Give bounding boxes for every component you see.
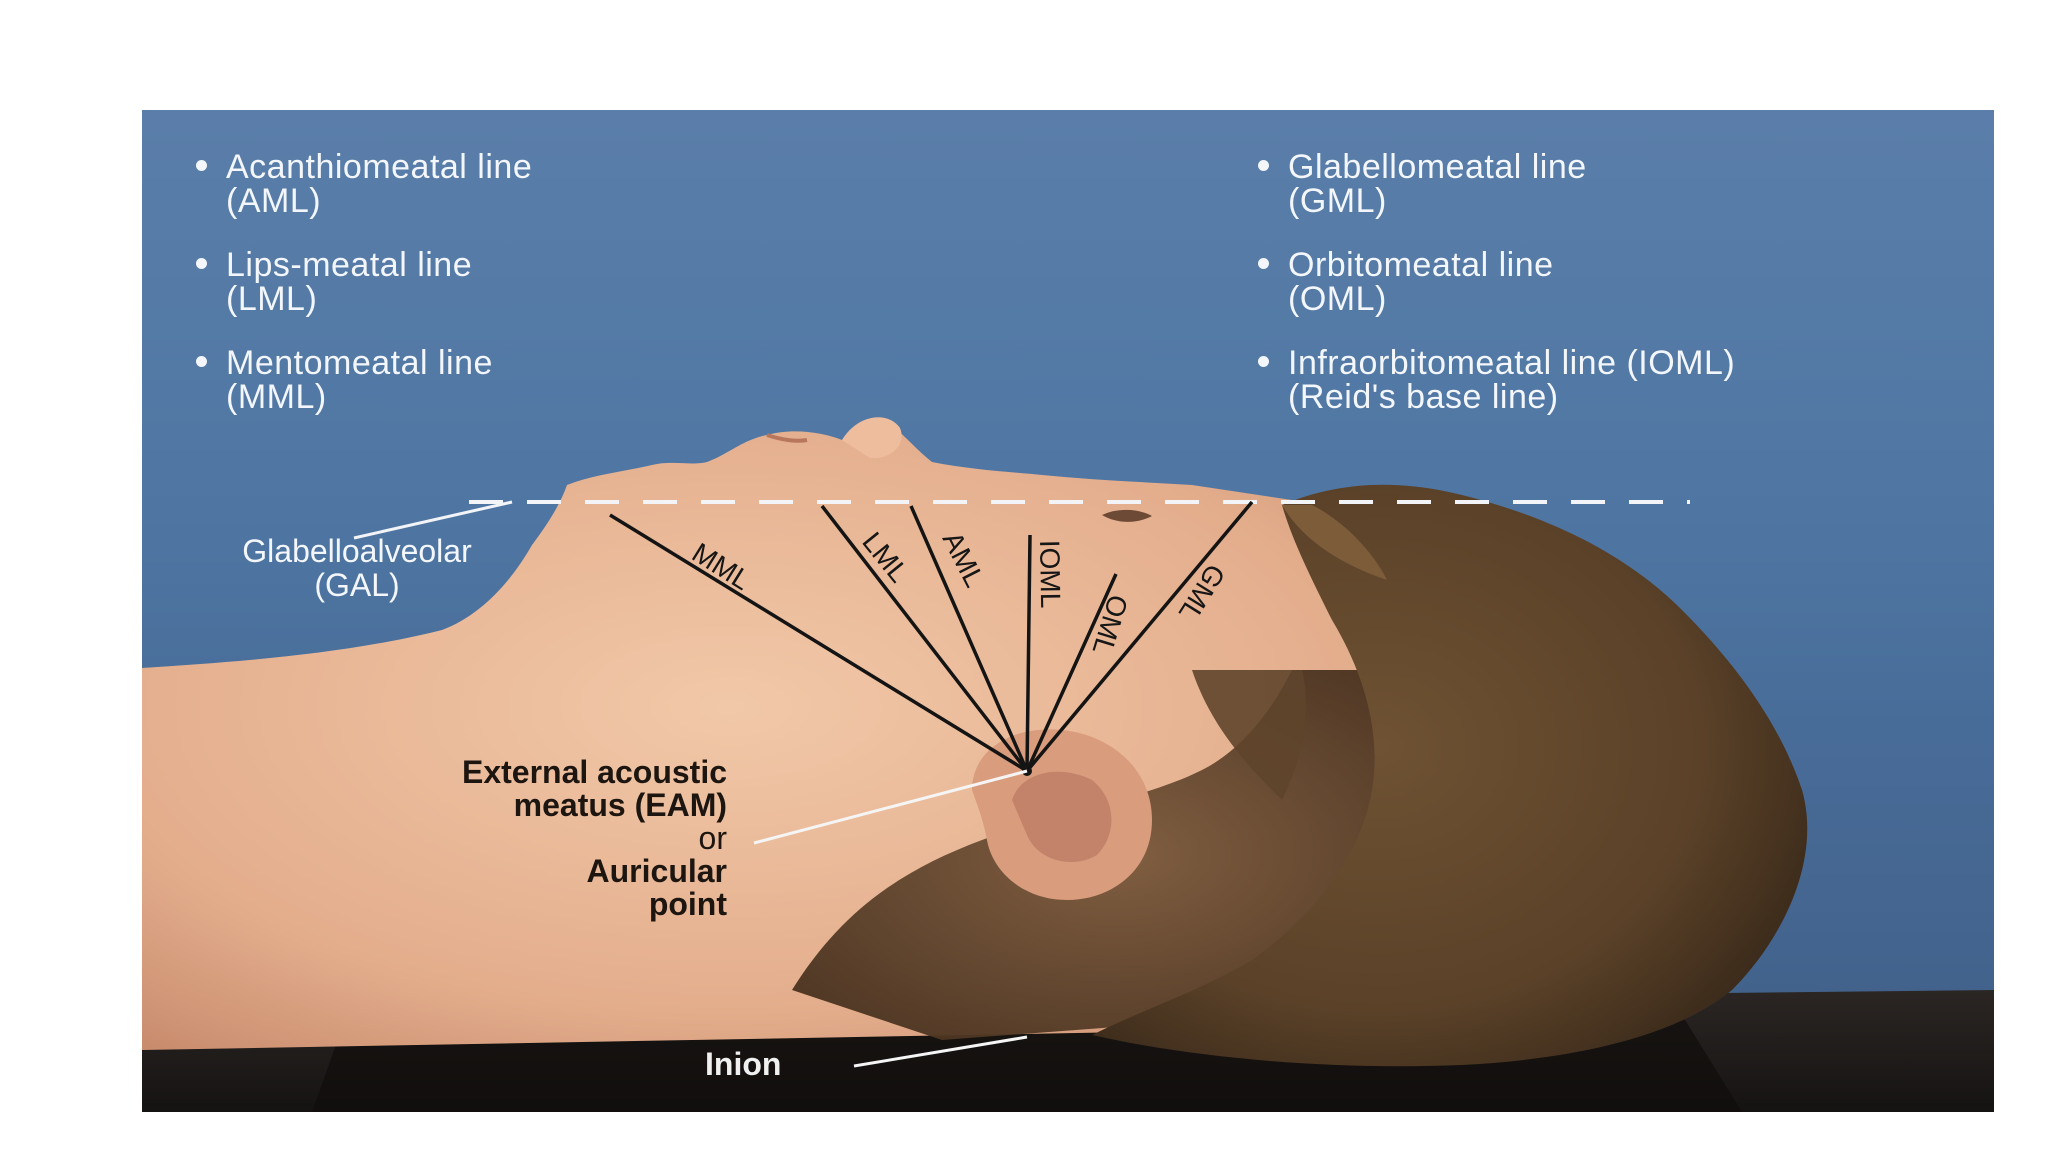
bullet-dot: [1258, 356, 1269, 367]
inion-label: Inion: [705, 1046, 782, 1082]
fan-line-lml: [820, 504, 1029, 773]
fan-line-mml: [609, 513, 1028, 773]
inion-pointer: [853, 1035, 1028, 1068]
hair-fringe: [1282, 505, 1387, 580]
bullet-dot: [196, 356, 207, 367]
sideburn: [1192, 670, 1306, 800]
eam-label-line5: point: [648, 886, 727, 922]
bullet-gml-line1: Glabellomeatal line: [1288, 148, 1587, 186]
eam-label-line3: or: [698, 820, 727, 856]
bullet-aml: Acanthiomeatal line (AML): [196, 148, 533, 220]
bullet-gml-line2: (GML): [1288, 182, 1387, 220]
fan-line-gml: [1025, 500, 1254, 773]
eam-label: External acoustic meatus (EAM) or Auricu…: [232, 756, 727, 921]
eam-label-line2: meatus (EAM): [513, 787, 727, 823]
eam-label-line4: Auricular: [586, 853, 727, 889]
fan-line-ioml: [1025, 534, 1032, 772]
fan-line-oml: [1025, 573, 1118, 772]
bullet-gml: Glabellomeatal line (GML): [1258, 148, 1587, 220]
eye: [1102, 509, 1152, 522]
bullet-ioml-line1: Infraorbitomeatal line (IOML): [1288, 344, 1736, 382]
label-ioml: IOML: [1034, 540, 1066, 609]
bullet-oml-line1: Orbitomeatal line: [1288, 246, 1554, 284]
gal-pointer: [353, 500, 513, 540]
bullet-dot: [1258, 258, 1269, 269]
bullet-ioml: Infraorbitomeatal line (IOML) (Reid's ba…: [1258, 344, 1736, 416]
diagram-figure: MML LML AML IOML OML GML Acanthiomeatal …: [142, 110, 1994, 1112]
head-illustration: MML LML AML IOML OML GML: [142, 417, 1994, 1112]
bullet-mml-line1: Mentomeatal line: [226, 344, 493, 382]
nose: [842, 417, 902, 459]
bullet-lml-line2: (LML): [226, 280, 318, 318]
bullet-mml: Mentomeatal line (MML): [196, 344, 493, 416]
bullet-oml: Orbitomeatal line (OML): [1258, 246, 1554, 318]
bullet-dot: [1258, 160, 1269, 171]
bullet-lml-line1: Lips-meatal line: [226, 246, 473, 284]
bullet-aml-line2: (AML): [226, 182, 322, 220]
fan-line-aml: [909, 505, 1029, 772]
gal-label-line1: Glabelloalveolar: [242, 533, 472, 569]
mouth: [766, 433, 808, 443]
ear-inner: [1012, 771, 1112, 863]
bullet-oml-line2: (OML): [1288, 280, 1387, 318]
bullet-dot: [196, 258, 207, 269]
fan-lines: [609, 500, 1254, 773]
gal-label: Glabelloalveolar (GAL): [162, 534, 552, 602]
bullet-lml: Lips-meatal line (LML): [196, 246, 473, 318]
hair: [1092, 484, 1808, 1067]
bullet-dot: [196, 160, 207, 171]
bullet-ioml-line2: (Reid's base line): [1288, 378, 1559, 416]
bullet-mml-line2: (MML): [226, 378, 327, 416]
gal-label-line2: (GAL): [314, 567, 400, 603]
bullet-aml-line1: Acanthiomeatal line: [226, 148, 533, 186]
eam-label-line1: External acoustic: [462, 754, 727, 790]
eam-pointer: [753, 769, 1028, 845]
